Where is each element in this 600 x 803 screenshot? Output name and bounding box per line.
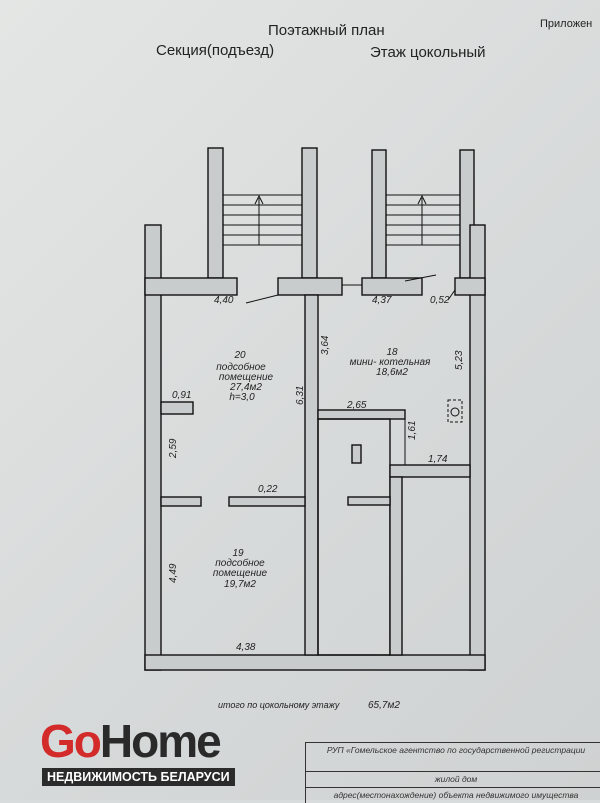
dimension-label: 2,59 (168, 438, 179, 459)
top-wall (277, 277, 343, 296)
door (447, 289, 456, 301)
pier (160, 401, 194, 415)
dimension-label: 4,49 (168, 563, 179, 583)
floor-label: Этаж цокольный (370, 44, 486, 61)
stamp-object-type: жилой дом (306, 771, 600, 784)
plan-title: Поэтажный план (268, 22, 385, 39)
svg-text:20: 20 (233, 350, 246, 361)
section-label: Секция(подъезд) (156, 42, 275, 59)
gohome-watermark-logo: GoHome (40, 715, 222, 767)
top-wall (454, 277, 486, 296)
room-18-label: 18 мини- котельная 18,6м2 (350, 347, 431, 378)
dimension-label: 0,52 (430, 295, 450, 306)
dimension-label: 0,91 (172, 390, 191, 401)
logo-home: Home (99, 715, 222, 767)
stair-arrow-icon (417, 194, 427, 245)
door (404, 274, 437, 282)
shaft (351, 444, 362, 464)
inner-wall (347, 496, 391, 506)
door (245, 294, 279, 304)
dimension-label: 4,38 (236, 642, 256, 653)
svg-text:подсобное: подсобное (216, 361, 266, 373)
stair-treads (386, 194, 460, 246)
svg-text:19,7м2: 19,7м2 (224, 579, 256, 590)
dimension-label: 5,23 (454, 350, 465, 370)
top-wall (361, 277, 423, 296)
divider-wall (228, 496, 306, 507)
boiler-icon (447, 399, 463, 423)
registration-stamp-table: РУП «Гомельское агентство по государстве… (305, 742, 600, 803)
svg-text:h=3,0: h=3,0 (229, 392, 255, 403)
inner-wall (389, 464, 471, 478)
svg-text:помещение: помещение (213, 568, 268, 579)
dimension-label: 4,40 (214, 295, 234, 306)
watermark-tagline: НЕДВИЖИМОСТЬ БЕЛАРУСИ (42, 768, 235, 786)
inner-wall (389, 476, 403, 656)
stair-wall (207, 147, 224, 279)
stamp-org: РУП «Гомельское агентство по государстве… (326, 745, 586, 755)
boiler-wall (317, 409, 406, 420)
dimension-label: 3,64 (320, 335, 331, 355)
boiler-icon (450, 407, 460, 417)
stamp-address-label: адрес(местонахождение) объекта недвижимо… (306, 787, 600, 800)
svg-text:мини- котельная: мини- котельная (350, 357, 431, 368)
svg-text:27,4м2: 27,4м2 (229, 382, 262, 393)
svg-text:19: 19 (232, 548, 244, 559)
logo-go: Go (40, 715, 102, 767)
stair-wall (301, 147, 318, 279)
divider-wall (160, 496, 202, 507)
total-label: итого по цокольному этажу (218, 700, 340, 710)
dimension-label: 1,74 (428, 454, 448, 465)
room-19-label: 19 подсобное помещение 19,7м2 (213, 548, 268, 590)
middle-wall (304, 294, 319, 656)
appendix-label: Приложен (540, 18, 593, 30)
total-value: 65,7м2 (368, 700, 400, 711)
outer-wall-bottom (144, 654, 486, 671)
dimension-label: 1,61 (407, 421, 418, 440)
stair-wall (371, 149, 387, 279)
dimension-label: 6,31 (295, 386, 306, 405)
dimension-label: 4,37 (372, 295, 392, 306)
top-wall (144, 277, 238, 296)
room-20-label: 20 подсобное помещение 27,4м2 h=3,0 (216, 350, 273, 403)
stair-arrow-icon (254, 194, 264, 245)
dimension-label: 0,22 (258, 484, 278, 495)
svg-text:18: 18 (386, 347, 398, 358)
dimension-label: 2,65 (346, 400, 367, 411)
svg-text:18,6м2: 18,6м2 (376, 367, 408, 378)
dimensions: 4,40 4,37 0,52 0,91 2,65 1,74 0,22 4,38 … (168, 295, 465, 653)
svg-text:подсобное: подсобное (215, 557, 265, 569)
stair-treads (223, 194, 302, 246)
svg-text:помещение: помещение (219, 372, 274, 383)
